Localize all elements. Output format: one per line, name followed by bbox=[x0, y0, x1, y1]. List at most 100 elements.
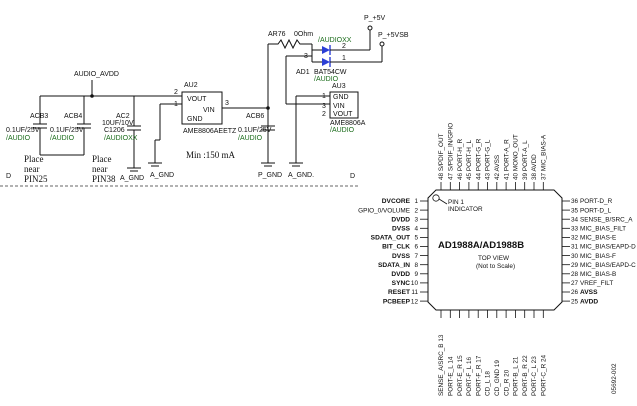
regulator-au3-net: /AUDIO bbox=[330, 127, 355, 134]
left-pin-label: RESET bbox=[388, 289, 410, 296]
left-pin-number: 1 bbox=[414, 198, 418, 205]
cap-ac2-package: C1206 bbox=[104, 127, 125, 134]
power-schematic: AUDIO_AVDD ACB3 0.1UF/25V /AUDIO ACB4 0.… bbox=[0, 15, 409, 187]
left-pin-label: DVCORE bbox=[382, 198, 411, 205]
ground-label-a-gnd-1: A_GND bbox=[120, 175, 144, 182]
cap-ac2-value: 10UF/10V bbox=[102, 120, 134, 127]
top-pin-label: 47 S/PDIF_IN/GPIO bbox=[448, 123, 455, 180]
regulator-au3-pin3: 3 bbox=[322, 103, 326, 110]
border-letter-right: D bbox=[350, 173, 355, 180]
right-pin-number: 28 bbox=[571, 271, 579, 278]
regulator-au2-pin3: 3 bbox=[225, 100, 229, 107]
diode-ad1-pin2: 2 bbox=[342, 43, 346, 50]
regulator-au2: AU2 VOUT VIN GND 2 1 3 AME8806AEETZ bbox=[155, 82, 268, 141]
right-pin-number: 34 bbox=[571, 216, 579, 223]
power-port bbox=[367, 25, 373, 31]
left-pin-label: BIT_CLK bbox=[382, 244, 410, 251]
note-pin38: PIN38 bbox=[92, 174, 116, 184]
cap-acb6-net: /AUDIO bbox=[238, 135, 263, 142]
cap-acb3-ref: ACB3 bbox=[30, 113, 48, 120]
cap-acb6: ACB6 0.1UF/25V /AUDIO P_GND bbox=[238, 113, 282, 179]
regulator-au2-part: AME8806AEETZ bbox=[183, 128, 237, 135]
regulator-au3-vout: VOUT bbox=[333, 111, 353, 118]
ground-label-a-gnd-2: A_GND bbox=[150, 172, 174, 179]
left-pin-label: DVSS bbox=[392, 226, 411, 233]
right-pin-number: 30 bbox=[571, 253, 579, 260]
cap-acb4-net: /AUDIO bbox=[50, 135, 75, 142]
regulator-au3: AU3 GND VIN VOUT 1 3 2 AME8806A /AUDIO A… bbox=[288, 83, 366, 179]
net-label-p5v: P_+5V bbox=[364, 15, 386, 22]
right-pin-label: AVDD bbox=[580, 298, 598, 305]
right-pin-number: 33 bbox=[571, 226, 579, 233]
regulator-au3-gnd: GND bbox=[333, 94, 349, 101]
left-pin-label: SDATA_IN bbox=[378, 262, 410, 269]
bottom-pin-label: PORT-E_L 14 bbox=[448, 356, 455, 396]
diode-ad1-net: /AUDIO bbox=[314, 76, 339, 83]
right-pin-label: MIC_BIAS-E bbox=[580, 235, 616, 242]
top-pin-label: 41 PORT-A_R bbox=[503, 139, 510, 180]
regulator-au2-gnd: GND bbox=[187, 116, 203, 123]
note-pin25: PIN25 bbox=[24, 174, 48, 184]
note-near-2: near bbox=[92, 164, 108, 174]
right-pin-number: 27 bbox=[571, 280, 579, 287]
right-pin-label: PORT-D_L bbox=[580, 207, 612, 214]
regulator-au2-vin: VIN bbox=[203, 107, 215, 114]
diode-ad1-pin1: 1 bbox=[342, 55, 346, 62]
cap-acb4-ref: ACB4 bbox=[64, 113, 82, 120]
bottom-pin-label: PORT-C_R 24 bbox=[541, 354, 548, 396]
pin1-indicator-label-2: INDICATOR bbox=[448, 206, 483, 213]
note-near-1: near bbox=[24, 164, 40, 174]
left-pin-number: 4 bbox=[414, 226, 418, 233]
cap-acb3-value: 0.1UF/25V bbox=[6, 127, 40, 134]
right-pin-label: PORT-D_R bbox=[580, 198, 613, 205]
left-pin-label: PCBEEP bbox=[383, 298, 411, 305]
right-pin-number: 36 bbox=[571, 198, 579, 205]
cap-ac2: AC2 10UF/10V C1206 /AUDIOXX A_GND bbox=[102, 96, 144, 182]
ic-part-name: AD1988A/AD1988B bbox=[438, 240, 524, 251]
ground-label-a-gnd-3: A_GND. bbox=[288, 172, 314, 179]
bottom-pin-label: CD_GND 19 bbox=[494, 360, 501, 396]
left-pin-number: 2 bbox=[414, 207, 418, 214]
right-pin-label: AVSS bbox=[580, 289, 598, 296]
cap-acb4-value: 0.1UF/25V bbox=[50, 127, 84, 134]
right-pin-label: SENSE_B/SRC_A bbox=[580, 216, 633, 223]
cap-acb4: ACB4 0.1UF/25V /AUDIO bbox=[50, 96, 91, 155]
top-pin-label: 40 MONO_OUT bbox=[513, 134, 520, 180]
top-pin-label: 46 PORT-H_R bbox=[457, 139, 464, 180]
resistor-ar76: AR76 0Ohm /AUDIOXX bbox=[268, 31, 352, 50]
left-pin-number: 5 bbox=[414, 235, 418, 242]
cap-acb3: ACB3 0.1UF/25V /AUDIO bbox=[6, 96, 48, 155]
left-pin-number: 8 bbox=[414, 262, 418, 269]
left-pin-number: 3 bbox=[414, 216, 418, 223]
bottom-pin-label: PORT-F_R 17 bbox=[475, 355, 482, 396]
cap-ac2-ref: AC2 bbox=[116, 113, 130, 120]
regulator-au3-ref: AU3 bbox=[332, 83, 346, 90]
left-pin-number: 12 bbox=[411, 298, 419, 305]
right-pin-number: 35 bbox=[571, 207, 579, 214]
left-pin-label: DVSS bbox=[392, 253, 411, 260]
note-place-2: Place bbox=[92, 154, 112, 164]
cap-acb3-net: /AUDIO bbox=[6, 135, 31, 142]
regulator-au2-ref: AU2 bbox=[184, 82, 198, 89]
diode-ad1-ref: AD1 bbox=[296, 69, 310, 76]
left-pin-number: 10 bbox=[411, 280, 419, 287]
top-pin-label: 42 AVSS bbox=[494, 155, 501, 180]
right-pin-label: MIC_BIAS/EAPD-C bbox=[580, 262, 636, 269]
diode-ad1: 2 1 3 AD1 BAT54CW /AUDIO bbox=[296, 43, 382, 83]
right-pin-label: MIC_BIAS/EAPD-D bbox=[580, 244, 636, 251]
top-pin-label: 48 S/PDIF_OUT bbox=[438, 133, 445, 180]
border-letter-left: D bbox=[6, 173, 11, 180]
top-pin-label: 37 MIC_BIAS-A bbox=[541, 134, 548, 180]
regulator-au2-vout: VOUT bbox=[187, 96, 207, 103]
net-label-audio-avdd: AUDIO_AVDD bbox=[74, 71, 119, 78]
top-pin-label: 44 PORT-G_R bbox=[475, 138, 482, 180]
ic-not-to-scale: (Not to Scale) bbox=[476, 263, 515, 270]
pin1-indicator-label-1: PIN 1 bbox=[448, 199, 464, 206]
bottom-pin-label: PORT-B_R 22 bbox=[522, 355, 529, 396]
cap-acb6-ref: ACB6 bbox=[246, 113, 264, 120]
cap-ac2-net: /AUDIOXX bbox=[104, 135, 138, 142]
right-pin-label: MIC_BIAS-B bbox=[580, 271, 616, 278]
left-pin-label: DVDD bbox=[391, 271, 410, 278]
